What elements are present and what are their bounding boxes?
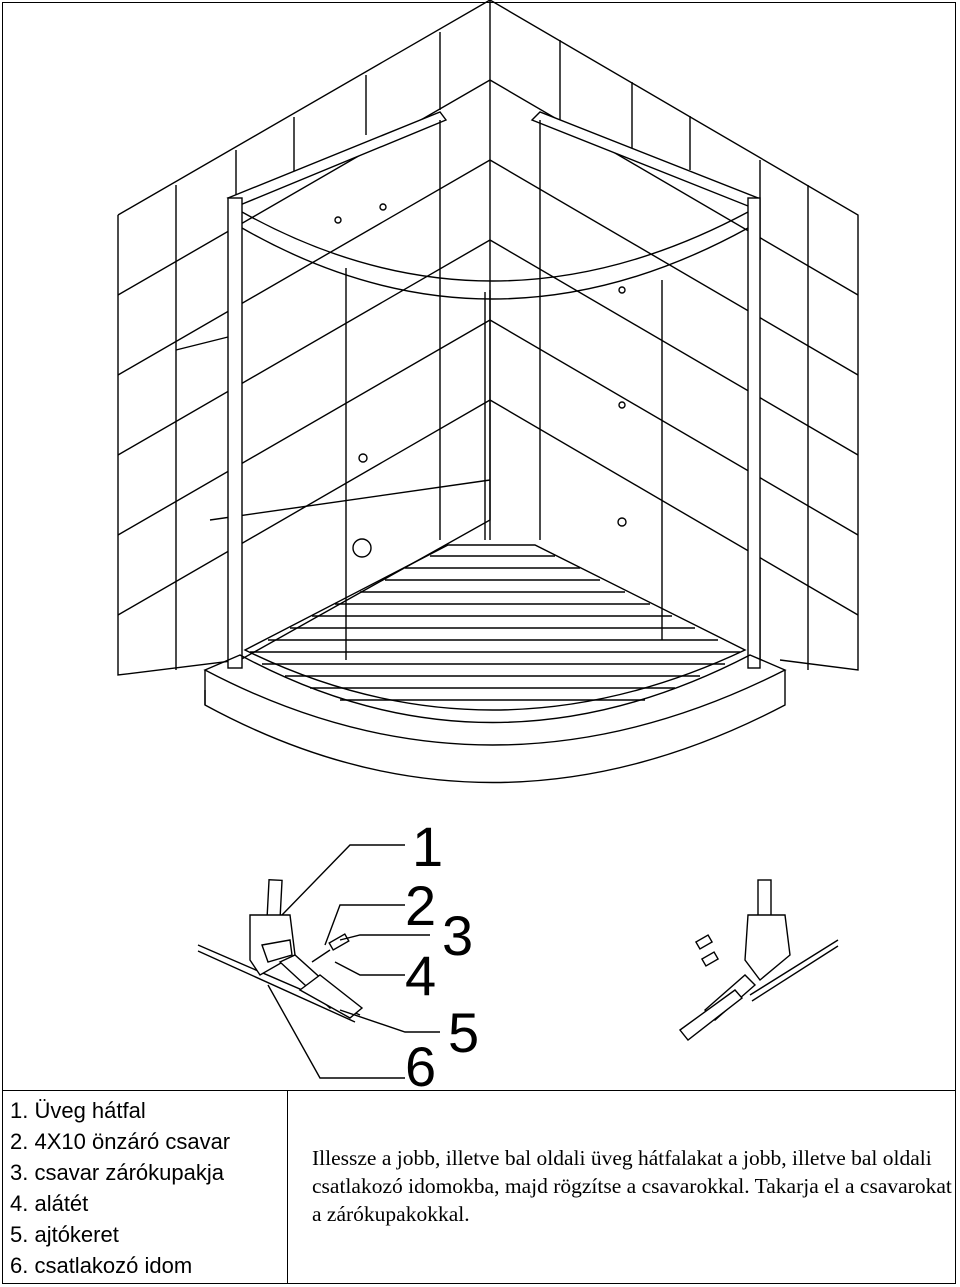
- instructions-text: Illessze a jobb, illetve bal oldali üveg…: [312, 1146, 952, 1226]
- callout-5: 5: [448, 1001, 479, 1064]
- detail-left: [197, 878, 364, 1023]
- legend-item: 6. csatlakozó idom: [10, 1253, 193, 1278]
- shower-cabin-drawing: [117, 0, 859, 784]
- legend-item: 1. Üveg hátfal: [10, 1098, 146, 1123]
- callout-4: 4: [405, 944, 436, 1007]
- tray-grate: [243, 544, 747, 711]
- callout-leaders: [267, 844, 440, 1079]
- callout-3: 3: [442, 904, 473, 967]
- parts-legend: 1. Üveg hátfal 2. 4X10 önzáró csavar 3. …: [2, 1090, 288, 1284]
- detail-right: [678, 879, 839, 1041]
- legend-item: 3. csavar zárókupakja: [10, 1160, 224, 1185]
- legend-item: 5. ajtókeret: [10, 1222, 119, 1247]
- left-tile-wall: [117, 0, 491, 676]
- callout-2: 2: [405, 874, 436, 937]
- callout-1: 1: [412, 815, 443, 878]
- shower-tray: [203, 654, 787, 784]
- right-tile-wall: [489, 0, 859, 671]
- callout-6: 6: [405, 1035, 436, 1090]
- legend-item: 4. alátét: [10, 1191, 89, 1216]
- legend-item: 2. 4X10 önzáró csavar: [10, 1129, 231, 1154]
- shower-frame: [226, 111, 761, 669]
- assembly-illustration: 1 2 3 4 5 6: [117, 0, 859, 1090]
- instructions-panel: Illessze a jobb, illetve bal oldali üveg…: [288, 1090, 956, 1284]
